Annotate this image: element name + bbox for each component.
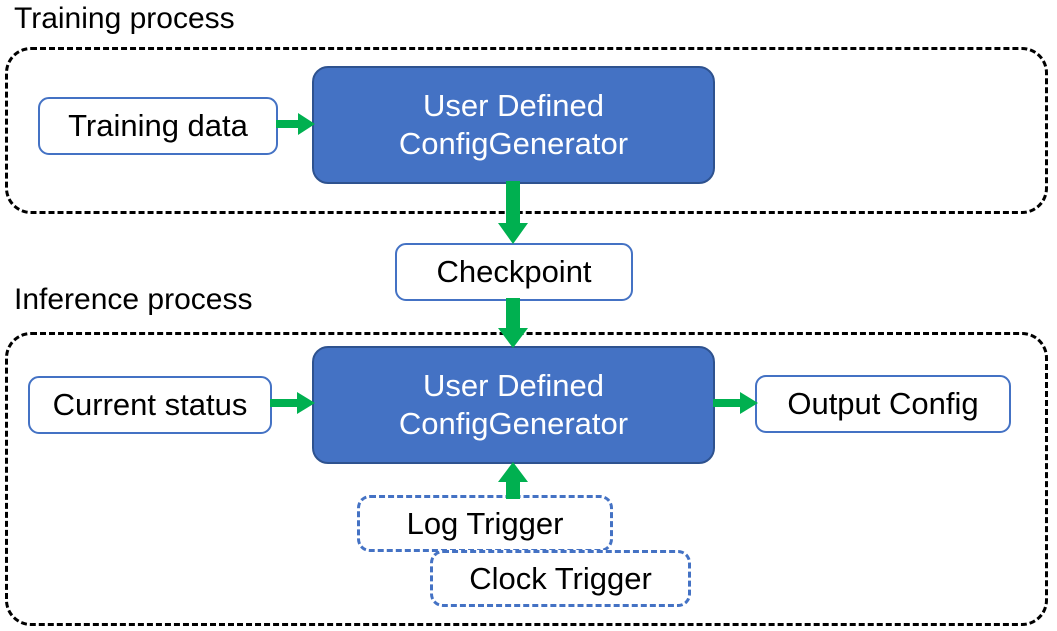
inference-config-generator-label-line1: User Defined <box>423 368 604 403</box>
arrow-checkpoint-to-generator-icon <box>497 298 529 349</box>
training-data-label: Training data <box>68 108 248 143</box>
training-process-container <box>5 47 1048 214</box>
arrow-trigger-to-generator-icon <box>497 462 529 500</box>
log-trigger-label: Log Trigger <box>406 505 564 541</box>
checkpoint-label: Checkpoint <box>436 254 592 289</box>
arrow-current-status-to-generator-icon <box>270 389 316 417</box>
checkpoint-box[interactable]: Checkpoint <box>395 243 633 301</box>
output-config-box[interactable]: Output Config <box>755 375 1011 433</box>
clock-trigger-label: Clock Trigger <box>469 560 652 596</box>
training-config-generator-label-line1: User Defined <box>423 88 604 123</box>
output-config-label: Output Config <box>787 386 979 421</box>
arrow-generator-to-output-config-icon <box>713 389 759 417</box>
log-trigger-box[interactable]: Log Trigger <box>357 495 613 552</box>
inference-process-title: Inference process <box>14 283 253 316</box>
inference-config-generator-label-line2: ConfigGenerator <box>398 406 629 441</box>
training-config-generator-label-line2: ConfigGenerator <box>398 126 629 161</box>
training-data-box[interactable]: Training data <box>38 97 278 155</box>
inference-config-generator-box[interactable]: User Defined ConfigGenerator <box>312 346 715 464</box>
current-status-label: Current status <box>52 387 248 422</box>
arrow-training-data-to-generator-icon <box>276 110 316 138</box>
training-process-title: Training process <box>14 2 235 35</box>
clock-trigger-box[interactable]: Clock Trigger <box>430 550 691 607</box>
current-status-box[interactable]: Current status <box>28 376 272 434</box>
training-config-generator-box[interactable]: User Defined ConfigGenerator <box>312 66 715 184</box>
inference-process-container <box>5 332 1048 626</box>
arrow-generator-to-checkpoint-icon <box>497 181 529 245</box>
